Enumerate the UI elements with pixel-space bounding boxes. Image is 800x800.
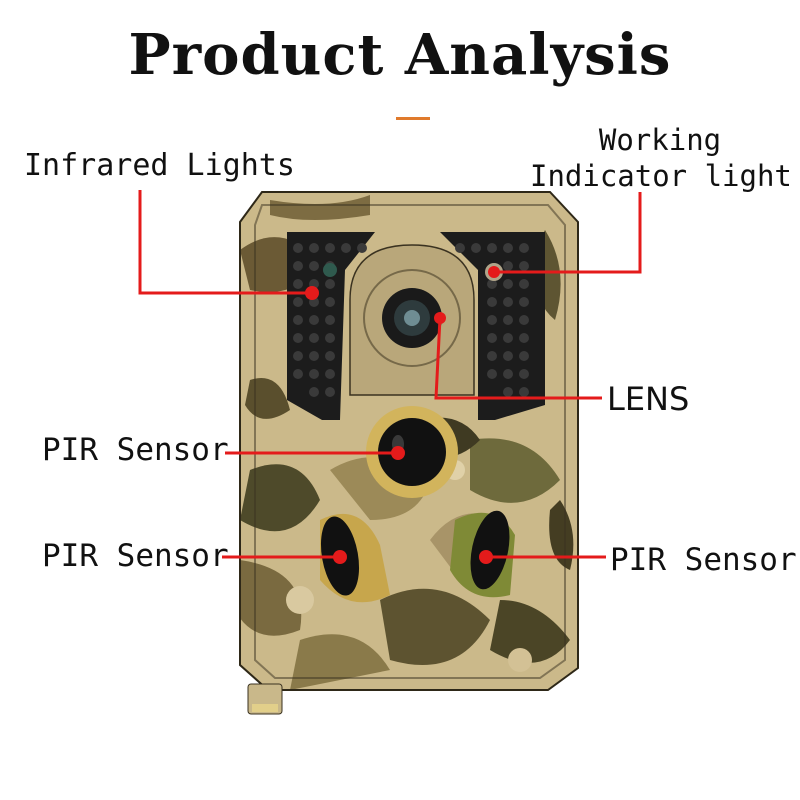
label-working-line2: Indicator light — [530, 159, 792, 193]
latch-clip — [247, 683, 283, 715]
leader-indicator — [494, 192, 642, 274]
label-pir-sensor-center: PIR Sensor — [42, 432, 229, 468]
camouflage-pattern — [240, 195, 574, 690]
dot-indicator — [488, 266, 500, 278]
lens-housing — [349, 244, 475, 396]
label-working-indicator: Working Indicator light — [530, 122, 792, 194]
dot-infrared — [305, 286, 319, 300]
title-accent-dash — [396, 117, 430, 120]
label-pir-sensor-left: PIR Sensor — [42, 538, 229, 574]
leader-infrared — [138, 190, 312, 295]
dot-lens — [434, 312, 446, 324]
infrared-led-array-left — [287, 232, 375, 420]
leader-lens — [434, 317, 602, 400]
label-working-line1: Working — [598, 123, 722, 157]
dot-pir-center — [391, 446, 405, 460]
dot-pir-left — [333, 550, 347, 564]
label-pir-sensor-right: PIR Sensor — [610, 542, 797, 578]
dot-pir-right — [479, 550, 493, 564]
leader-lines — [138, 190, 642, 559]
infrared-led-array-right — [440, 232, 545, 420]
page-title: Product Analysis — [128, 22, 672, 88]
label-lens: LENS — [607, 380, 690, 418]
leader-endpoints — [305, 266, 500, 564]
label-infrared-lights: Infrared Lights — [24, 148, 295, 183]
